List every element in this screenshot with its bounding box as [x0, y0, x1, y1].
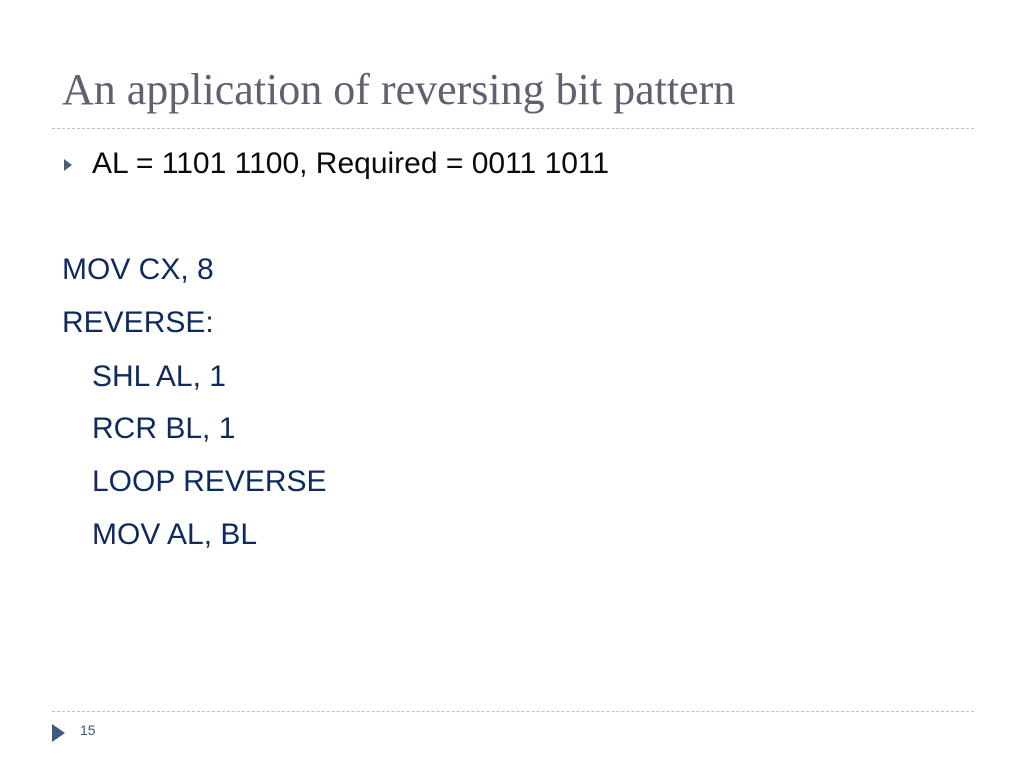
slide-title: An application of reversing bit pattern [62, 65, 736, 114]
code-line: LOOP REVERSE [92, 465, 327, 498]
code-line: MOV CX, 8 [62, 253, 214, 286]
footer-arrow-icon [52, 724, 65, 742]
code-line: RCR BL, 1 [92, 412, 236, 445]
page-number: 15 [80, 722, 96, 738]
code-line: SHL AL, 1 [92, 360, 226, 393]
footer-divider [52, 711, 974, 712]
bullet-arrow-icon [64, 159, 72, 171]
code-line: MOV AL, BL [92, 518, 258, 551]
code-line: REVERSE: [62, 306, 214, 339]
title-divider [52, 128, 974, 129]
bullet-text: AL = 1101 1100, Required = 0011 1011 [92, 147, 610, 180]
